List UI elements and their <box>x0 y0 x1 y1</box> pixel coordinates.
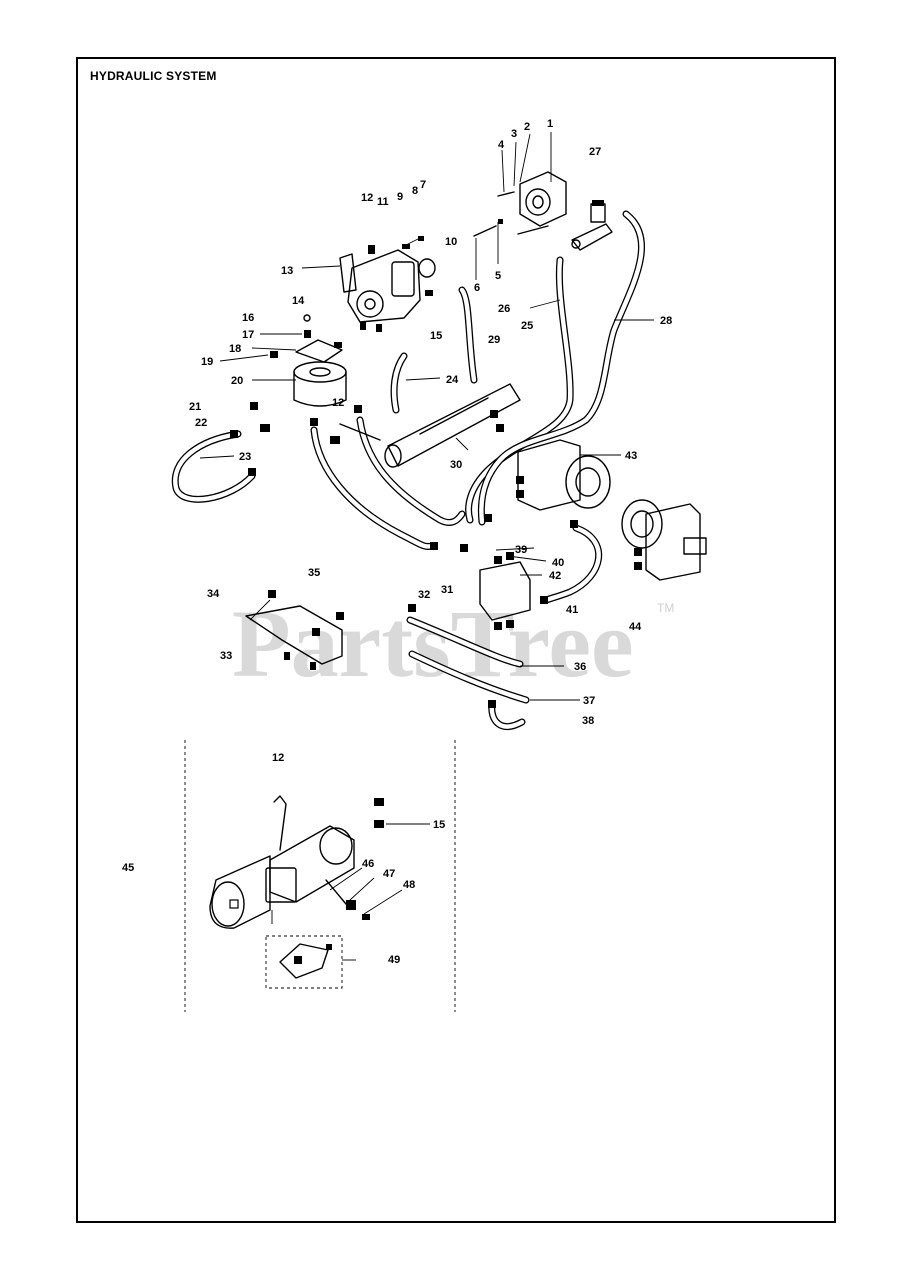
callout-26: 26 <box>498 303 510 315</box>
callout-31: 31 <box>441 584 453 596</box>
inset-labels: 12 15 45 46 47 48 49 <box>122 752 445 966</box>
wheel-motor-43 <box>516 439 611 511</box>
inset-callout-49: 49 <box>388 954 400 966</box>
relief-valve <box>571 200 613 251</box>
callout-2: 2 <box>524 121 530 133</box>
callout-30: 30 <box>450 459 462 471</box>
callout-42: 42 <box>549 570 561 582</box>
callout-10: 10 <box>445 236 457 248</box>
watermark-tm: TM <box>657 601 674 615</box>
callout-34: 34 <box>207 588 220 600</box>
callout-8: 8 <box>412 185 418 197</box>
callout-21: 21 <box>189 401 201 413</box>
inset-callout-47: 47 <box>383 868 395 880</box>
callout-25: 25 <box>521 320 533 332</box>
hydraulic-pump <box>339 236 436 332</box>
callout-4: 4 <box>498 139 505 151</box>
callout-19: 19 <box>201 356 213 368</box>
callout-44: 44 <box>629 621 642 633</box>
callout-23: 23 <box>239 451 251 463</box>
callout-12-b: 12 <box>332 397 344 409</box>
inset-callout-15: 15 <box>433 819 445 831</box>
callout-20: 20 <box>231 375 243 387</box>
callout-3: 3 <box>511 128 517 140</box>
pump-flange <box>473 171 567 237</box>
diagram-title: HYDRAULIC SYSTEM <box>90 69 217 83</box>
callout-11: 11 <box>377 196 389 208</box>
callout-5: 5 <box>495 270 501 282</box>
inset-callout-48: 48 <box>403 879 415 891</box>
callout-35: 35 <box>308 567 320 579</box>
callout-14: 14 <box>292 295 305 307</box>
callout-17: 17 <box>242 329 254 341</box>
inset-callout-12: 12 <box>272 752 284 764</box>
oil-filter <box>270 314 347 407</box>
callout-24: 24 <box>446 374 459 386</box>
callout-22: 22 <box>195 417 207 429</box>
inset-callout-46: 46 <box>362 858 374 870</box>
callout-38: 38 <box>582 715 594 727</box>
mounting-bracket <box>245 590 344 670</box>
callout-16: 16 <box>242 312 254 324</box>
fittings <box>230 402 578 708</box>
callout-32: 32 <box>418 589 430 601</box>
callout-13: 13 <box>281 265 293 277</box>
callout-28: 28 <box>660 315 672 327</box>
callout-27: 27 <box>589 146 601 158</box>
watermark-text: PartsTree <box>232 590 634 697</box>
callout-41: 41 <box>566 604 578 616</box>
callout-37: 37 <box>583 695 595 707</box>
callout-6: 6 <box>474 282 480 294</box>
callout-15: 15 <box>430 330 442 342</box>
callout-40: 40 <box>552 557 564 569</box>
callout-labels: 1 2 3 4 5 6 7 8 9 10 11 12 13 14 15 16 1… <box>189 118 672 727</box>
lift-cylinder <box>330 383 521 468</box>
callout-39: 39 <box>515 544 527 556</box>
inset-power-pack <box>184 740 456 1012</box>
diagram-frame <box>76 57 836 1223</box>
inset-callout-45: 45 <box>122 862 134 874</box>
callout-1: 1 <box>547 118 553 130</box>
watermark: PartsTree TM <box>232 590 674 697</box>
callout-43: 43 <box>625 450 637 462</box>
callout-18: 18 <box>229 343 241 355</box>
callout-7: 7 <box>420 179 426 191</box>
wheel-motor-44 <box>621 499 707 581</box>
leader-lines <box>199 132 654 701</box>
callout-36: 36 <box>574 661 586 673</box>
callout-12: 12 <box>361 192 373 204</box>
callout-9: 9 <box>397 191 403 203</box>
callout-29: 29 <box>488 334 500 346</box>
callout-33: 33 <box>220 650 232 662</box>
